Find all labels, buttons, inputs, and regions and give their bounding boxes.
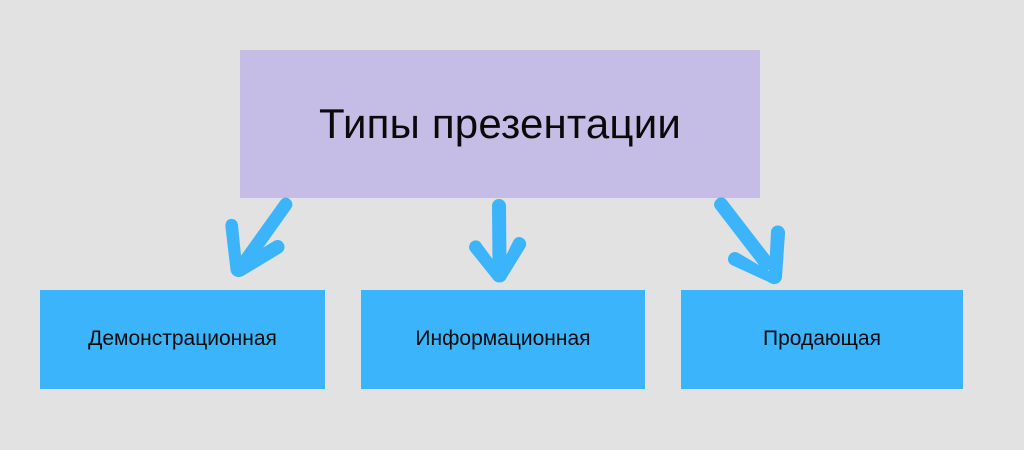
- root-node-label: Типы презентации: [318, 99, 682, 147]
- leaf-node-informational[interactable]: Информационная: [361, 290, 645, 389]
- arrow-left-icon: [225, 197, 293, 278]
- arrow-right-icon: [714, 197, 786, 285]
- leaf-node-demonstration[interactable]: Демонстрационная: [40, 290, 325, 389]
- leaf-node-label-demonstration: Демонстрационная: [88, 327, 277, 351]
- root-node-presentation-types[interactable]: Типы презентации: [240, 50, 760, 198]
- leaf-node-label-selling: Продающая: [762, 327, 881, 351]
- leaf-node-label-informational: Информационная: [415, 327, 591, 351]
- arrow-middle-icon: [469, 199, 527, 283]
- leaf-node-selling[interactable]: Продающая: [681, 290, 963, 389]
